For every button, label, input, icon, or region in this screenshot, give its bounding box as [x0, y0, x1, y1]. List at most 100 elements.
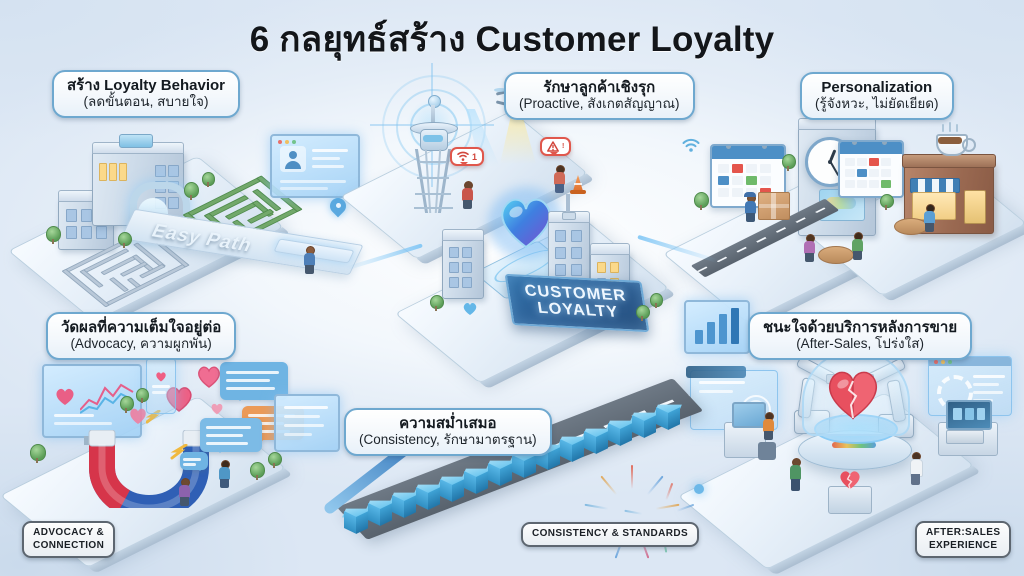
person-legs [763, 431, 773, 440]
chip-line-1: AFTER:SALES [926, 527, 1001, 538]
text-line [312, 157, 340, 160]
tree [268, 452, 282, 468]
radar-tower [406, 95, 460, 215]
footer-tag-after-sales[interactable]: AFTER:SALES EXPERIENCE [915, 521, 1012, 558]
tree [46, 226, 61, 244]
window [571, 247, 582, 259]
window-lit [109, 163, 117, 181]
scene-loyalty-behavior: Easy Path [7, 120, 364, 323]
callout-advocacy[interactable]: วัดผลที่ความเต็มใจอยู่ต่อ (Advocacy, ควา… [46, 312, 237, 361]
scene-personalization [662, 118, 1024, 323]
cafe-shop [902, 122, 996, 238]
heart-chart-icon [54, 386, 76, 406]
person-legs [924, 223, 934, 232]
callout-consistency[interactable]: ความสม่ำเสมอ (Consistency, รักษามาตรฐาน) [344, 408, 552, 457]
user-profile-screen[interactable] [270, 134, 360, 198]
advocate-person [216, 460, 232, 494]
wifi-notification-badge[interactable]: 1 [450, 147, 485, 166]
chat-bubble[interactable] [200, 418, 262, 453]
scene-after-sales [677, 350, 1020, 570]
window-dot [285, 140, 289, 144]
person-body [218, 467, 230, 480]
person-legs [852, 251, 862, 260]
text-line [973, 391, 1003, 394]
line-chart [80, 383, 134, 414]
window [66, 226, 77, 239]
person-legs [804, 253, 814, 262]
floating-heart [128, 406, 148, 425]
tree [118, 232, 132, 248]
alert-notification-badge[interactable]: ! [540, 137, 572, 156]
customer [786, 458, 804, 494]
window [449, 262, 459, 273]
conveyor-cube [582, 426, 610, 455]
keyboard[interactable] [946, 430, 984, 444]
cafe-table [818, 246, 854, 264]
desk-monitor[interactable] [946, 400, 992, 430]
window-dot [948, 359, 952, 364]
person-body [803, 241, 815, 254]
footer-tag-advocacy[interactable]: ADVOCACY & CONNECTION [22, 521, 116, 558]
callout-heading: ความสม่ำเสมอ [399, 415, 497, 432]
cafe-customer [850, 232, 864, 260]
window [449, 277, 459, 288]
walking-person [302, 246, 316, 274]
bar [719, 314, 727, 344]
kiosk-panel[interactable] [146, 358, 176, 414]
chat-bubble[interactable] [220, 362, 288, 401]
callout-after-sales[interactable]: ชนะใจด้วยบริการหลังการขาย (After-Sales, … [748, 312, 973, 361]
sign-line-2: LOYALTY [536, 299, 620, 321]
person-legs [910, 474, 920, 485]
callout-subtitle: (Proactive, สังเกตสัญญาณ) [519, 96, 680, 112]
window [555, 230, 566, 242]
tree [136, 388, 149, 403]
callout-loyalty-behavior[interactable]: สร้าง Loyalty Behavior (ลดขั้นตอน, สบายใ… [52, 70, 240, 119]
person-observing [460, 181, 474, 209]
person-alerting [552, 165, 566, 193]
analytics-board[interactable] [684, 300, 750, 354]
window [555, 247, 566, 259]
text-line [284, 415, 320, 418]
conveyor-cube [630, 410, 658, 439]
conveyor-cube [462, 466, 490, 495]
person-body [178, 485, 190, 498]
text-line [152, 385, 170, 388]
building-roof [442, 229, 484, 241]
chat-bubble-small[interactable] [180, 452, 208, 471]
person-body [923, 211, 935, 224]
advocate-person [176, 478, 192, 510]
chip-line-2: EXPERIENCE [928, 539, 998, 551]
staff-member [906, 452, 924, 488]
attraction-spark [170, 443, 198, 460]
footer-tag-consistency[interactable]: CONSISTENCY & STANDARDS [521, 522, 700, 547]
person-body [553, 172, 565, 185]
feedback-board[interactable] [274, 394, 340, 452]
wifi-icon [682, 138, 700, 152]
firework [624, 472, 695, 553]
person-legs [745, 213, 755, 222]
office-chair [758, 442, 776, 460]
text-line [284, 406, 328, 409]
conveyor-cube [654, 402, 682, 431]
callout-personalization[interactable]: Personalization (รู้จังหวะ, ไม่ยัดเยียด) [800, 72, 954, 121]
floating-heart [210, 402, 224, 415]
connector-node [694, 484, 704, 494]
callout-proactive-retention[interactable]: รักษาลูกค้าเชิงรุก (Proactive, สังเกตสัญ… [504, 72, 695, 121]
calendar-header [840, 142, 902, 154]
firework [584, 454, 680, 559]
text-line [54, 414, 94, 417]
text-line [312, 165, 344, 168]
cap-icon [744, 192, 756, 197]
callout-heading: วัดผลที่ความเต็มใจอยู่ต่อ [61, 319, 222, 336]
tree [694, 192, 709, 210]
bar [731, 308, 739, 344]
callout-subtitle: (Advocacy, ความผูกพัน) [70, 336, 212, 352]
conveyor-cube [606, 418, 634, 447]
cafe-customer [802, 234, 816, 262]
cafe-door [964, 190, 986, 224]
building-roof [590, 243, 630, 255]
tree [250, 462, 265, 480]
avatar-head [289, 151, 297, 159]
text-line [973, 375, 1005, 378]
